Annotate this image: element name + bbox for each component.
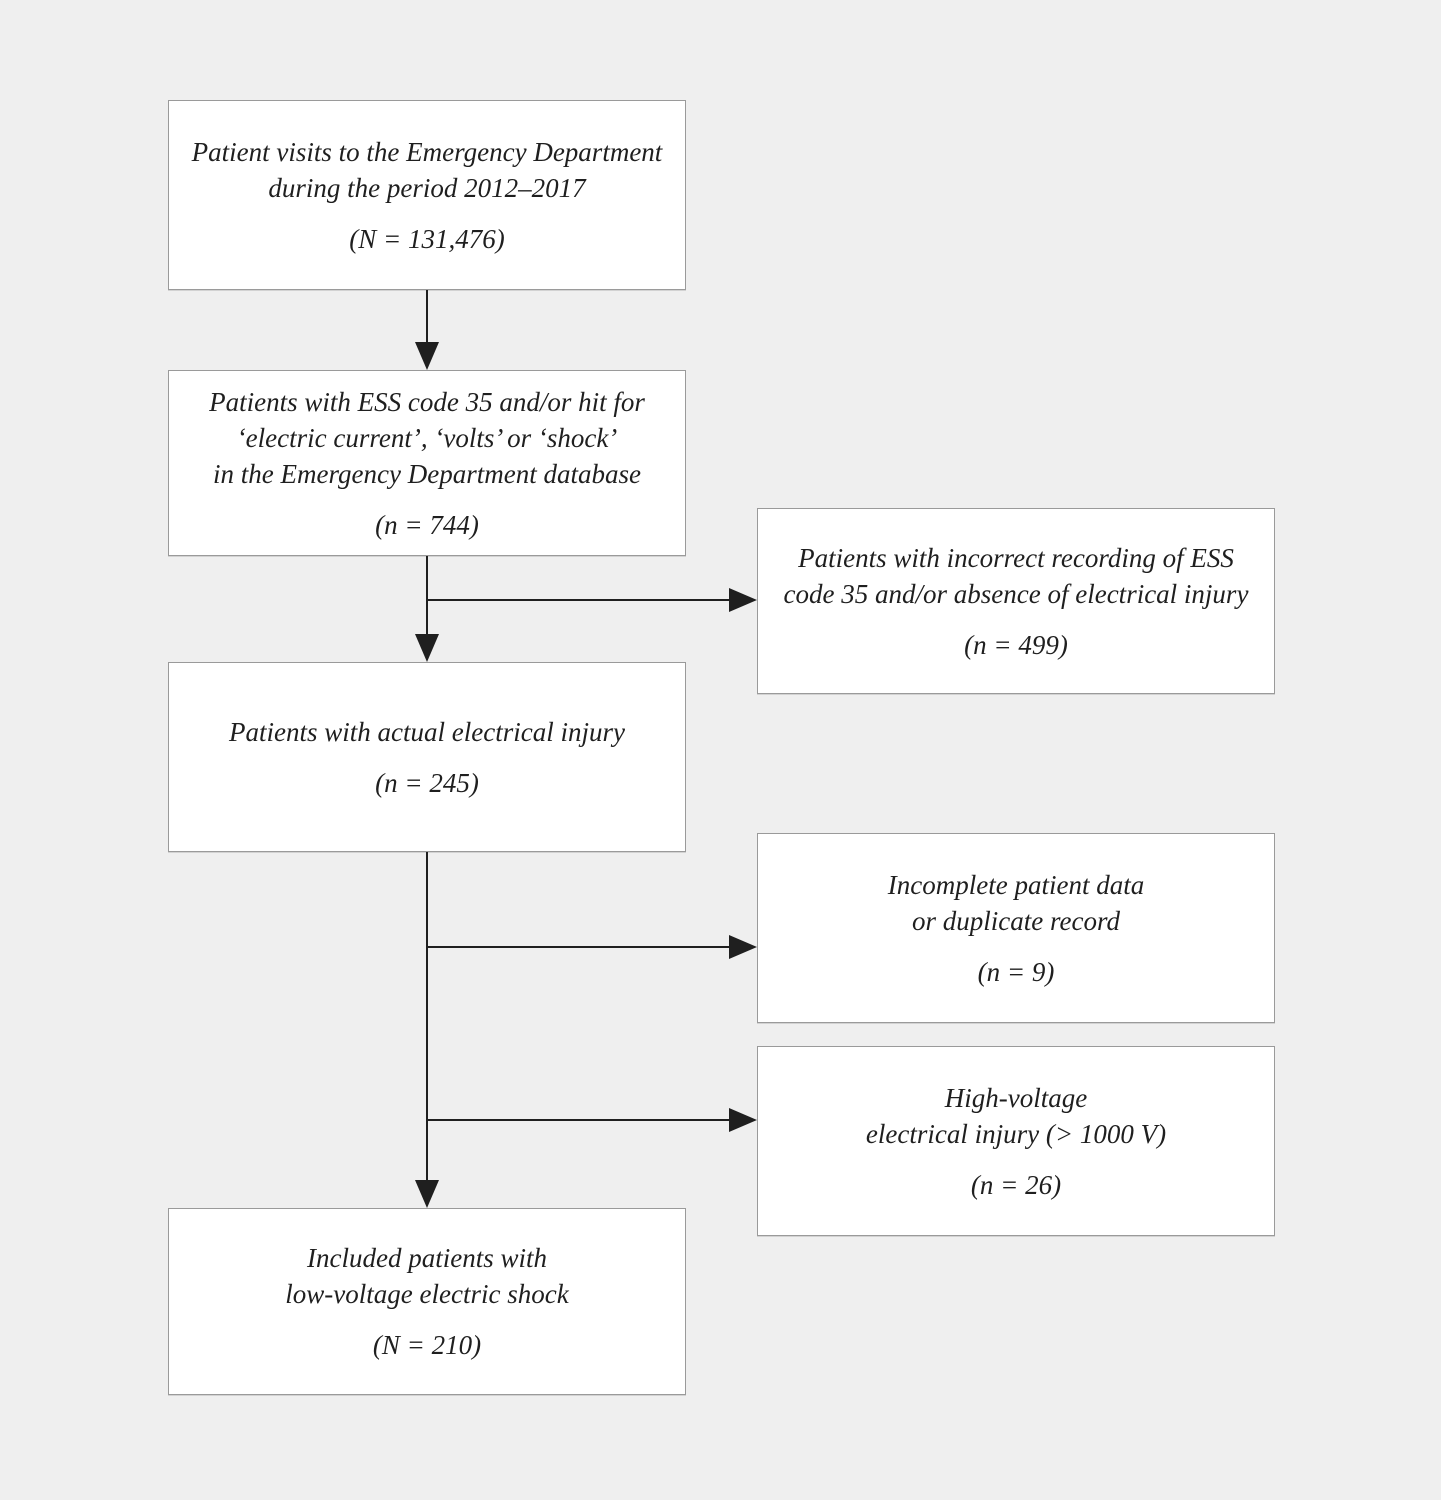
flow-box-ess-code-hits: Patients with ESS code 35 and/or hit for… <box>168 370 686 556</box>
arrow-down-icon <box>415 342 439 370</box>
box-text-line: ‘electric current’, ‘volts’ or ‘shock’ <box>236 422 618 453</box>
box-text-line: Incomplete patient data <box>887 869 1145 900</box>
flow-box-high-voltage: High-voltage electrical injury (> 1000 V… <box>757 1046 1275 1236</box>
box-text-line: in the Emergency Department database <box>213 458 641 489</box>
box-text-line: Patient visits to the Emergency Departme… <box>191 136 663 167</box>
box-text-line: or duplicate record <box>912 905 1120 936</box>
connector-line-to-high-voltage <box>427 1119 729 1121</box>
arrow-down-icon <box>415 1180 439 1208</box>
connector-line-actual-to-included <box>426 852 428 1180</box>
arrow-right-icon <box>729 588 757 612</box>
connector-line-to-incomplete-data <box>427 946 729 948</box>
flow-box-incorrect-recording: Patients with incorrect recording of ESS… <box>757 508 1275 694</box>
box-text-line: Patients with ESS code 35 and/or hit for <box>209 386 645 417</box>
flow-box-actual-electrical-injury: Patients with actual electrical injury (… <box>168 662 686 852</box>
arrow-right-icon <box>729 1108 757 1132</box>
box-text-line: Patients with actual electrical injury <box>229 716 625 747</box>
box-count: (n = 744) <box>375 509 479 540</box>
connector-line-ess-to-actual <box>426 556 428 634</box>
box-text-line: High-voltage <box>944 1082 1088 1113</box>
box-count: (n = 9) <box>977 956 1055 987</box>
box-count: (n = 499) <box>964 629 1068 660</box>
flow-box-included-patients: Included patients with low-voltage elect… <box>168 1208 686 1395</box>
box-text-line: low-voltage electric shock <box>285 1279 569 1309</box>
box-count: (n = 245) <box>375 767 479 798</box>
box-text-line: during the period 2012–2017 <box>268 172 586 203</box>
box-text-line: Patients with incorrect recording of ESS <box>798 542 1234 573</box>
box-count: (N = 131,476) <box>349 223 505 254</box>
arrow-right-icon <box>729 935 757 959</box>
flow-box-incomplete-data: Incomplete patient data or duplicate rec… <box>757 833 1275 1023</box>
box-count: (N = 210) <box>372 1330 482 1360</box>
flow-box-patient-visits: Patient visits to the Emergency Departme… <box>168 100 686 290</box>
box-count: (n = 26) <box>970 1169 1062 1200</box>
connector-line-to-incorrect-recording <box>427 599 729 601</box>
box-text-line: electrical injury (> 1000 V) <box>865 1118 1167 1149</box>
connector-line-visits-to-ess <box>426 290 428 344</box>
box-text-line: Included patients with <box>307 1243 547 1273</box>
arrow-down-icon <box>415 634 439 662</box>
box-text-line: code 35 and/or absence of electrical inj… <box>783 578 1249 609</box>
